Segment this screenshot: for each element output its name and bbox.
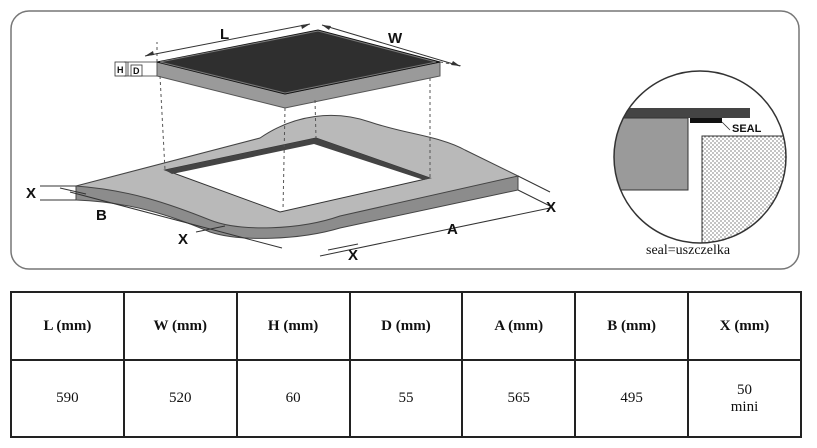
label-H: H — [117, 65, 124, 75]
dimension-L: L — [144, 23, 311, 57]
label-A: A — [447, 221, 458, 238]
header-H: H (mm) — [235, 291, 351, 361]
header-W: W (mm) — [122, 291, 238, 361]
label-B: B — [96, 207, 107, 224]
detail-hob-body — [614, 117, 689, 191]
value-D: 55 — [348, 359, 464, 438]
value-X: 50 mini — [687, 359, 802, 438]
dimension-A — [319, 207, 551, 257]
value-L: 590 — [10, 359, 125, 438]
dimensions-table: L (mm) W (mm) H (mm) D (mm) A (mm) B (mm… — [10, 291, 802, 438]
label-X-front-mid: X — [348, 247, 358, 264]
value-A: 565 — [461, 359, 577, 438]
worktop — [75, 114, 520, 239]
value-B: 495 — [574, 359, 690, 438]
table-row: 590 520 60 55 565 495 50 mini — [10, 359, 802, 438]
value-W: 520 — [122, 359, 238, 438]
label-X-left: X — [26, 185, 36, 202]
seal-caption: seal=uszczelka — [646, 243, 731, 258]
header-A: A (mm) — [461, 291, 577, 361]
header-D: D (mm) — [348, 291, 464, 361]
dimension-X-marks — [40, 175, 551, 251]
seal-label: SEAL — [732, 123, 762, 135]
label-D: D — [133, 66, 140, 76]
dimension-W: W — [321, 24, 461, 67]
dimension-H-D: H D — [114, 61, 157, 77]
dimension-B — [59, 187, 283, 249]
value-X-note: mini — [730, 398, 759, 415]
table-header-row: L (mm) W (mm) H (mm) D (mm) A (mm) B (mm… — [10, 291, 802, 361]
label-L: L — [220, 26, 229, 43]
value-X-number: 50 — [737, 381, 753, 398]
header-L: L (mm) — [10, 291, 125, 361]
header-B: B (mm) — [574, 291, 690, 361]
detail-seal — [690, 118, 722, 123]
label-X-right: X — [546, 199, 556, 216]
label-W: W — [388, 30, 403, 47]
header-X: X (mm) — [687, 291, 802, 361]
label-X-front-left: X — [178, 231, 188, 248]
detail-hob-glass — [614, 108, 750, 118]
installation-diagram: L W H D B A X X X X — [10, 10, 800, 270]
value-H: 60 — [235, 359, 351, 438]
